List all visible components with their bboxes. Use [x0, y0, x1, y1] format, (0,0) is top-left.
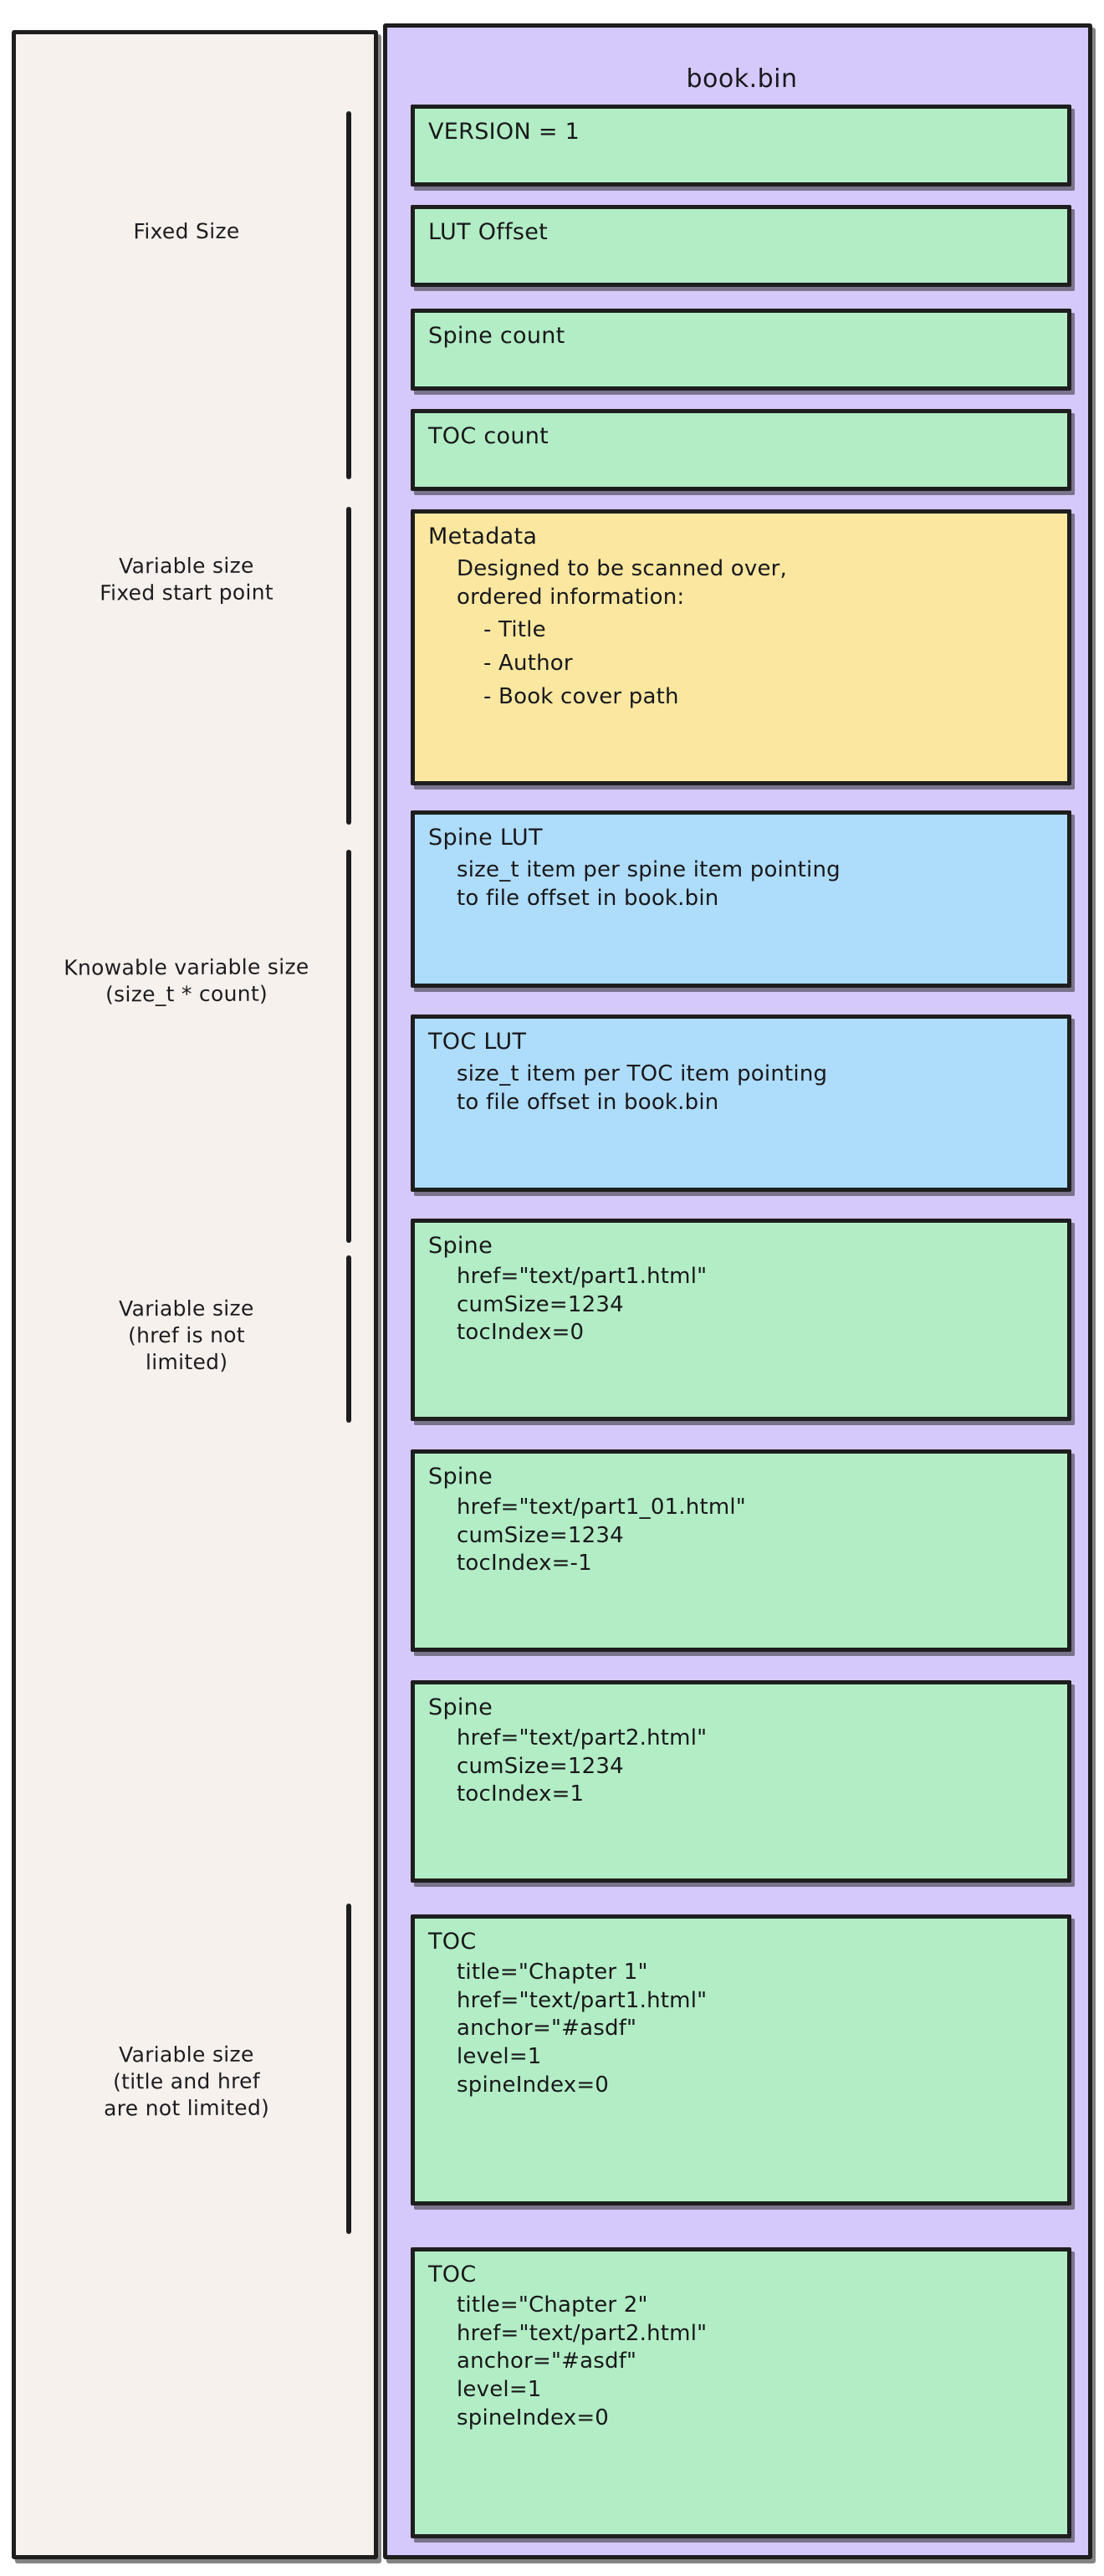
page-title: book.bin: [686, 64, 798, 94]
section-label-fixed-size: Fixed Size: [133, 218, 240, 244]
field-line: title="Chapter 1": [457, 1959, 648, 1985]
field-box-version: VERSION = 1: [411, 105, 1071, 187]
bracket-fixed-size: [346, 111, 351, 479]
field-line: spineIndex=0: [457, 2405, 610, 2431]
field-line: title="Chapter 2": [457, 2292, 648, 2318]
field-box-toc-2-title: TOC: [428, 2262, 477, 2287]
field-box-spine-3: Spine href="text/part2.html" cumSize=123…: [411, 1680, 1071, 1883]
field-box-spine-lut: Spine LUT size_t item per spine item poi…: [411, 810, 1071, 988]
field-line: level=1: [457, 2377, 542, 2403]
field-box-metadata-description: Designed to be scanned over, ordered inf…: [457, 555, 788, 610]
field-line: href="text/part1.html": [457, 1987, 708, 2013]
field-box-lut-offset-title: LUT Offset: [428, 219, 549, 245]
field-box-toc-1-lines: title="Chapter 1" href="text/part1.html"…: [457, 1959, 1054, 2100]
bracket-variable-size-href: [346, 1255, 351, 1423]
list-item: - Title: [483, 617, 546, 643]
field-line: href="text/part1.html": [457, 1263, 708, 1289]
field-line: cumSize=1234: [457, 1522, 624, 1548]
field-box-spine-3-title: Spine: [428, 1694, 493, 1720]
section-label-variable-size-title-href: Variable size (title and href are not li…: [104, 2042, 270, 2121]
field-box-metadata-bullets: - Title - Author - Book cover path: [458, 616, 1054, 711]
field-box-metadata: Metadata Designed to be scanned over, or…: [411, 509, 1071, 785]
section-label-variable-size-href: Variable size (href is not limited): [119, 1296, 254, 1375]
annotation-panel: Fixed Size Variable size Fixed start poi…: [12, 30, 378, 2559]
field-box-toc-2-lines: title="Chapter 2" href="text/part2.html"…: [457, 2292, 1054, 2433]
field-box-toc-count: TOC count: [411, 409, 1071, 491]
field-line: href="text/part1_01.html": [457, 1494, 746, 1520]
list-item: - Book cover path: [483, 684, 679, 710]
field-box-version-title: VERSION = 1: [428, 119, 580, 145]
field-line: tocIndex=1: [457, 1781, 585, 1807]
field-box-toc-1-title: TOC: [428, 1929, 477, 1955]
field-line: spineIndex=0: [457, 2073, 610, 2098]
field-box-spine-2: Spine href="text/part1_01.html" cumSize=…: [411, 1449, 1071, 1652]
field-box-toc-lut: TOC LUT size_t item per TOC item pointin…: [411, 1015, 1071, 1192]
field-box-toc-lut-title: TOC LUT: [428, 1029, 527, 1055]
field-line: anchor="#asdf": [457, 2016, 637, 2042]
field-box-spine-lut-title: Spine LUT: [428, 825, 543, 851]
field-box-metadata-title: Metadata: [428, 524, 538, 549]
field-line: href="text/part2.html": [457, 2320, 708, 2346]
section-label-variable-size-fixed-start: Variable size Fixed start point: [100, 553, 274, 606]
field-box-spine-1: Spine href="text/part1.html" cumSize=123…: [411, 1219, 1071, 1421]
field-box-spine-count-title: Spine count: [428, 323, 565, 349]
field-line: tocIndex=0: [457, 1320, 585, 1346]
field-box-spine-2-title: Spine: [428, 1464, 493, 1490]
bracket-knowable-variable-size: [346, 850, 351, 1243]
field-box-toc-lut-description: size_t item per TOC item pointing to fil…: [457, 1061, 828, 1115]
bracket-variable-size-fixed-start: [346, 507, 351, 825]
field-box-spine-1-title: Spine: [428, 1233, 493, 1259]
field-line: anchor="#asdf": [457, 2349, 637, 2374]
bracket-variable-size-title-href: [346, 1904, 351, 2234]
field-box-spine-lut-description: size_t item per spine item pointing to f…: [457, 856, 841, 911]
file-layout-panel: book.bin VERSION = 1 LUT Offset Spine co…: [383, 23, 1092, 2559]
field-box-toc-1: TOC title="Chapter 1" href="text/part1.h…: [411, 1914, 1071, 2205]
field-box-spine-3-lines: href="text/part2.html" cumSize=1234 tocI…: [457, 1725, 1054, 1809]
field-line: href="text/part2.html": [457, 1725, 708, 1751]
field-box-spine-1-lines: href="text/part1.html" cumSize=1234 tocI…: [457, 1263, 1054, 1347]
field-box-toc-2: TOC title="Chapter 2" href="text/part2.h…: [411, 2247, 1071, 2538]
section-label-knowable-variable-size: Knowable variable size (size_t * count): [64, 954, 309, 1007]
field-line: cumSize=1234: [457, 1753, 624, 1779]
list-item: - Author: [483, 651, 573, 677]
field-line: tocIndex=-1: [457, 1551, 592, 1577]
field-line: level=1: [457, 2044, 542, 2070]
field-box-spine-count: Spine count: [411, 309, 1071, 391]
field-box-lut-offset: LUT Offset: [411, 205, 1071, 287]
field-box-toc-count-title: TOC count: [428, 423, 549, 449]
field-line: cumSize=1234: [457, 1291, 624, 1317]
field-box-spine-2-lines: href="text/part1_01.html" cumSize=1234 t…: [457, 1494, 1054, 1578]
